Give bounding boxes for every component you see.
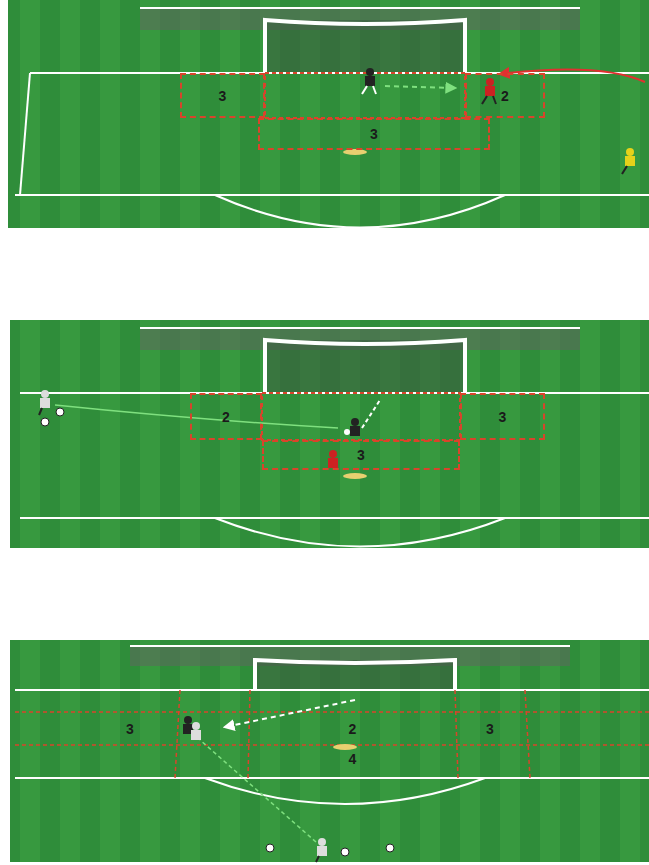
- zone-area: 3: [180, 73, 265, 118]
- zone-area: 2: [190, 393, 262, 440]
- panel-two: [10, 320, 649, 548]
- zone-number: 3: [368, 126, 380, 142]
- zone-number: 3: [497, 409, 509, 425]
- zone-area: 3: [258, 118, 490, 150]
- zone-number: 3: [217, 88, 229, 104]
- zone-area: 2: [465, 73, 545, 118]
- zone-number: 3: [484, 721, 496, 737]
- zone-area: 4: [250, 745, 455, 773]
- zone-number: 3: [124, 721, 136, 737]
- zone-area: 3: [262, 440, 460, 470]
- zone-area: 2: [250, 712, 455, 745]
- zone-number: 2: [499, 88, 511, 104]
- zone-area: 3: [80, 712, 180, 745]
- zone-area: 3: [455, 712, 525, 745]
- zone-number: 2: [347, 721, 359, 737]
- zone-number: 4: [347, 751, 359, 767]
- zone-area: 3: [460, 393, 545, 440]
- panel-one: [8, 0, 649, 228]
- panel-three: [10, 640, 649, 862]
- zone-number: 3: [355, 447, 367, 463]
- zone-number: 2: [220, 409, 232, 425]
